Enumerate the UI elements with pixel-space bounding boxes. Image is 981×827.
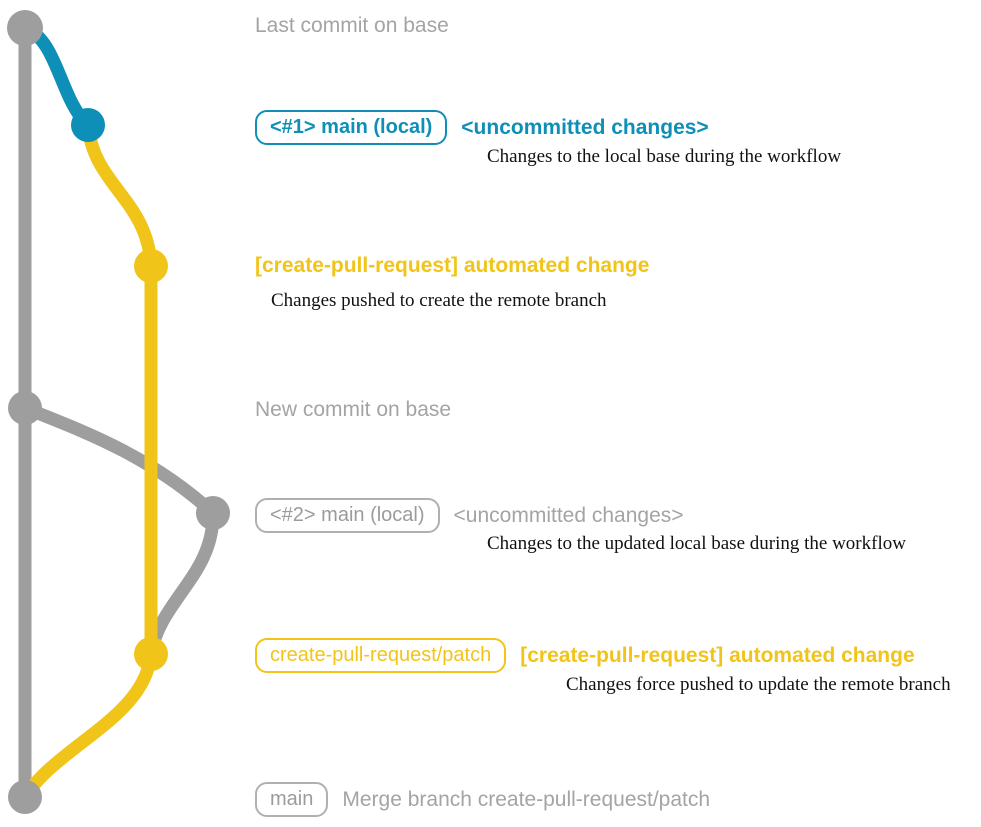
subject-automated-change-1: [create-pull-request] automated change bbox=[255, 254, 650, 277]
node-merge bbox=[8, 780, 42, 814]
node-patch-2 bbox=[134, 637, 168, 671]
description-automated-change-1: Changes pushed to create the remote bran… bbox=[271, 290, 607, 311]
badge-main[interactable]: main bbox=[255, 782, 329, 817]
badge-local-main-2[interactable]: <#2> main (local) bbox=[255, 498, 440, 533]
row-automated-change-2: create-pull-request/patch [create-pull-r… bbox=[255, 638, 915, 673]
node-base-head bbox=[7, 10, 43, 46]
description-automated-change-2: Changes force pushed to update the remot… bbox=[566, 674, 951, 695]
edge-patch-2-to-merge bbox=[18, 647, 158, 804]
commit-nodes bbox=[7, 10, 230, 814]
node-patch-1 bbox=[134, 249, 168, 283]
node-local-main-1 bbox=[71, 108, 105, 142]
node-local-main-2 bbox=[196, 496, 230, 530]
subject-local-main-2: <uncommitted changes> bbox=[453, 503, 684, 527]
row-local-main-1: <#1> main (local) <uncommitted changes> bbox=[255, 110, 709, 145]
subject-automated-change-2: [create-pull-request] automated change bbox=[520, 643, 915, 667]
row-automated-change-1: [create-pull-request] automated change bbox=[255, 254, 649, 278]
edge-base-to-local-main-2 bbox=[18, 401, 220, 520]
description-local-main-1: Changes to the local base during the wor… bbox=[487, 146, 842, 167]
row-local-main-2: <#2> main (local) <uncommitted changes> bbox=[255, 498, 684, 533]
subject-local-main-1: <uncommitted changes> bbox=[461, 115, 709, 139]
description-local-main-2: Changes to the updated local base during… bbox=[487, 533, 906, 554]
row-merge-commit: main Merge branch create-pull-request/pa… bbox=[255, 782, 710, 817]
label-new-commit-on-base: New commit on base bbox=[255, 398, 452, 421]
edge-local-main-1-to-patch-1 bbox=[81, 118, 158, 273]
subject-merge-commit: Merge branch create-pull-request/patch bbox=[342, 787, 711, 811]
node-base-new bbox=[8, 391, 42, 425]
badge-create-pull-request-patch[interactable]: create-pull-request/patch bbox=[255, 638, 507, 673]
label-last-commit-on-base: Last commit on base bbox=[255, 14, 449, 37]
badge-local-main-1[interactable]: <#1> main (local) bbox=[255, 110, 448, 145]
